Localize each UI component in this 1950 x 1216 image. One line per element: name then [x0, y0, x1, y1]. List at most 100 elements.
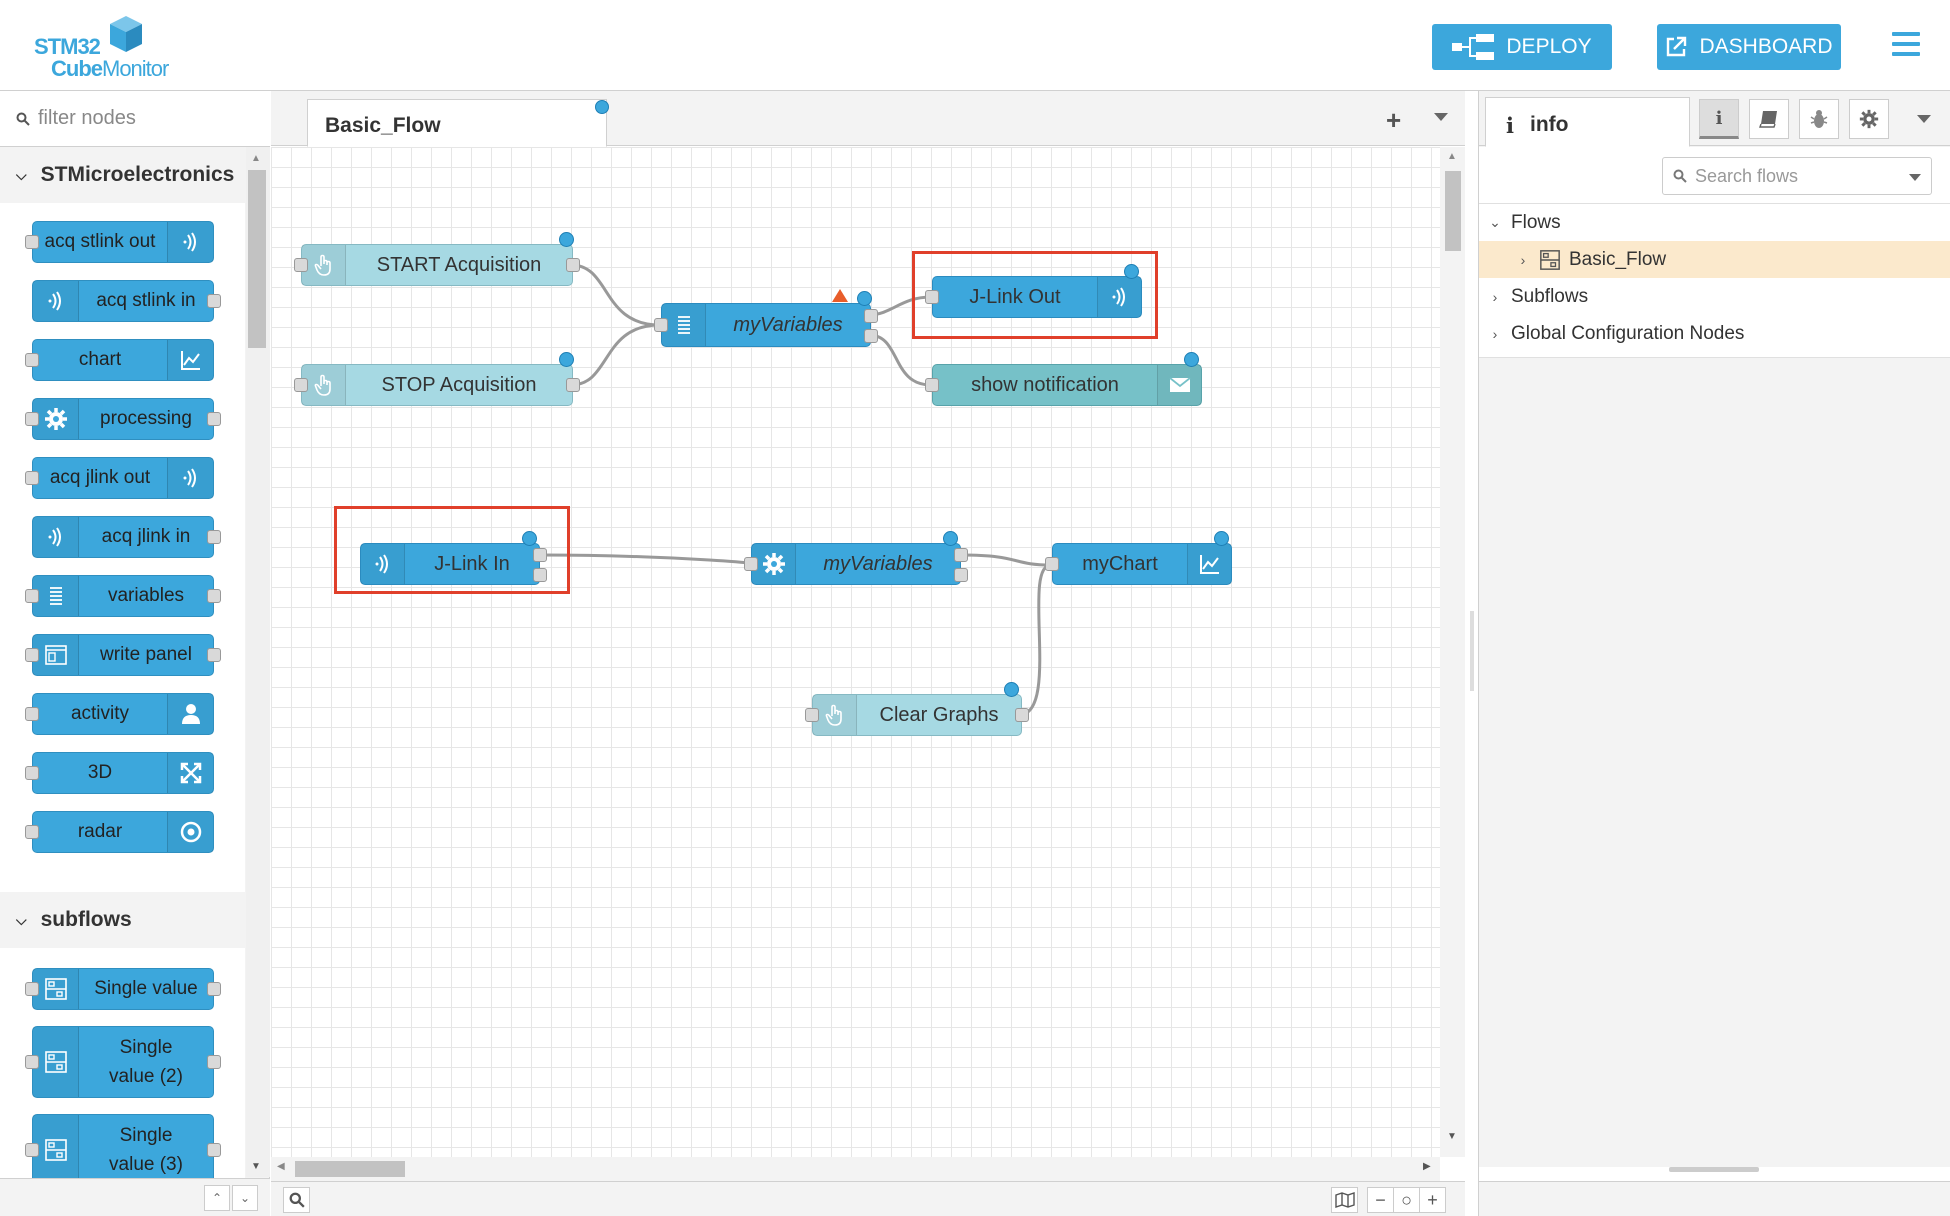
wire-vars-to-chart: [960, 553, 1052, 567]
chart-icon: [167, 340, 213, 380]
tree-item-subflows[interactable]: › Subflows: [1479, 278, 1950, 315]
node-start-acquisition[interactable]: START Acquisition: [294, 232, 580, 286]
category-header-stmicroelectronics[interactable]: ⌵ STMicroelectronics: [0, 147, 245, 203]
highlight-box-jlink-in: [334, 506, 570, 594]
add-flow-icon[interactable]: +: [1386, 105, 1402, 135]
zoom-in-icon[interactable]: +: [1419, 1187, 1446, 1213]
zoom-out-icon[interactable]: −: [1367, 1187, 1394, 1213]
palette-node-processing[interactable]: processing: [25, 398, 221, 440]
tab-basic-flow[interactable]: Basic_Flow: [307, 99, 609, 147]
node-my-variables-1[interactable]: myVariables: [654, 289, 878, 347]
palette-node-acq-stlink-in[interactable]: acq stlink in: [32, 280, 221, 322]
palette-node-single-value-3[interactable]: Single value (3): [25, 1114, 221, 1178]
palette-node-single-value[interactable]: Single value: [25, 968, 221, 1010]
changed-indicator-icon: [595, 100, 609, 114]
chevron-right-icon: ›: [1492, 288, 1498, 305]
sidebar-splitter[interactable]: [1466, 91, 1478, 1216]
palette-node-radar[interactable]: radar: [25, 811, 214, 853]
sidebar: i info i Search flows ⌄: [1478, 91, 1950, 1216]
tree-item-global-config[interactable]: › Global Configuration Nodes: [1479, 315, 1950, 352]
scroll-down-icon[interactable]: ▼: [251, 1161, 261, 1172]
palette-scrollbar-thumb[interactable]: [248, 170, 266, 348]
palette-node-acq-jlink-out[interactable]: acq jlink out: [25, 457, 214, 499]
palette-node-write-panel[interactable]: write panel: [25, 634, 221, 676]
info-icon: i: [1506, 113, 1514, 138]
list-icon: [662, 304, 706, 346]
scroll-up-icon[interactable]: ▲: [251, 153, 261, 164]
chevron-down-icon[interactable]: [1909, 174, 1921, 181]
resize-grip[interactable]: [1669, 1167, 1759, 1172]
dashboard-button[interactable]: DASHBOARD: [1657, 24, 1841, 70]
hamburger-menu-icon[interactable]: [1892, 32, 1920, 56]
palette-node-chart[interactable]: chart: [25, 339, 214, 381]
canvas-vertical-scrollbar[interactable]: [1440, 147, 1465, 1157]
signal-icon: [167, 222, 213, 262]
gear-icon[interactable]: [1849, 99, 1889, 139]
sidebar-menu-icon[interactable]: [1917, 115, 1931, 123]
collapse-all-icon[interactable]: ⌃: [204, 1185, 230, 1211]
chevron-down-icon: ⌵: [16, 166, 27, 183]
palette-node-single-value-2[interactable]: Single value (2): [25, 1026, 221, 1098]
workspace-footer: − ○ +: [271, 1181, 1465, 1216]
tree-label: Basic_Flow: [1569, 248, 1667, 270]
scroll-right-icon[interactable]: ▶: [1423, 1161, 1431, 1172]
node-show-notification[interactable]: show notification: [925, 352, 1202, 406]
panel-icon: [33, 635, 79, 675]
palette-node-3d[interactable]: 3D: [25, 752, 214, 794]
header: STM32 CubeMonitor DEPLOY DASHBOARD: [0, 0, 1950, 91]
deploy-button[interactable]: DEPLOY: [1432, 24, 1612, 70]
palette-node-activity[interactable]: activity: [25, 693, 214, 735]
sidebar-tab-info[interactable]: i info: [1485, 97, 1690, 147]
expand-all-icon[interactable]: ⌄: [232, 1185, 258, 1211]
tab-menu-icon[interactable]: [1434, 113, 1448, 121]
tree-item-basic-flow[interactable]: › Basic_Flow: [1479, 241, 1950, 278]
flow-canvas[interactable]: START Acquisition STOP Acquisition myVar…: [271, 147, 1440, 1157]
palette-filter-placeholder: filter nodes: [38, 107, 136, 129]
scroll-up-icon[interactable]: ▲: [1447, 151, 1457, 162]
palette-node-acq-stlink-out[interactable]: acq stlink out: [25, 221, 214, 263]
sidebar-tabs: i info i: [1479, 91, 1950, 147]
category-body-subflows: Single value Single value (2) Single val…: [0, 948, 245, 1178]
node-jlink-in[interactable]: J-Link In: [360, 531, 547, 585]
flow-tabs: Basic_Flow +: [271, 91, 1465, 147]
search-icon: [1673, 169, 1687, 183]
chevron-right-icon: ›: [1492, 325, 1498, 342]
node-jlink-out[interactable]: J-Link Out: [925, 264, 1142, 318]
list-icon: [33, 576, 79, 616]
canvas-horizontal-scrollbar-thumb[interactable]: [295, 1161, 405, 1177]
chevron-down-icon: ⌵: [16, 911, 27, 928]
workspace: Basic_Flow +: [271, 91, 1465, 1216]
hand-icon: [813, 695, 857, 735]
map-icon[interactable]: [1331, 1187, 1358, 1213]
node-stop-acquisition[interactable]: STOP Acquisition: [294, 352, 580, 406]
canvas-vertical-scrollbar-thumb[interactable]: [1445, 171, 1461, 251]
node-clear-graphs[interactable]: Clear Graphs: [805, 682, 1029, 736]
category-body-stmicroelectronics: acq stlink out acq stlink in chart proce…: [0, 203, 245, 983]
tree-label: Flows: [1511, 211, 1561, 233]
tree-item-flows[interactable]: ⌄ Flows: [1479, 204, 1950, 241]
search-icon[interactable]: [283, 1187, 310, 1213]
mail-icon: [1157, 365, 1201, 405]
info-icon[interactable]: i: [1699, 99, 1739, 139]
wire-clear-to-chart: [1018, 563, 1052, 717]
palette-filter[interactable]: filter nodes: [0, 91, 270, 147]
node-my-variables-2[interactable]: myVariables: [744, 531, 968, 585]
canvas-horizontal-scrollbar[interactable]: [271, 1157, 1440, 1181]
category-header-subflows[interactable]: ⌵ subflows: [0, 892, 245, 948]
scroll-down-icon[interactable]: ▼: [1447, 1131, 1457, 1142]
zoom-reset-icon[interactable]: ○: [1393, 1187, 1420, 1213]
book-icon[interactable]: [1749, 99, 1789, 139]
node-my-chart[interactable]: myChart: [1045, 531, 1232, 585]
category-title: subflows: [40, 908, 132, 931]
scroll-left-icon[interactable]: ◀: [277, 1161, 285, 1172]
expand-icon: [167, 753, 213, 793]
debug-bug-icon[interactable]: [1799, 99, 1839, 139]
logo: STM32 CubeMonitor: [34, 14, 184, 84]
search-flows-input[interactable]: Search flows: [1662, 157, 1932, 195]
palette-node-acq-jlink-in[interactable]: acq jlink in: [32, 516, 221, 558]
cube-logo-icon: [110, 16, 142, 52]
wire-stop-to-vars: [570, 323, 661, 387]
palette-node-variables[interactable]: variables: [25, 575, 221, 617]
tree-label: Subflows: [1511, 285, 1589, 307]
